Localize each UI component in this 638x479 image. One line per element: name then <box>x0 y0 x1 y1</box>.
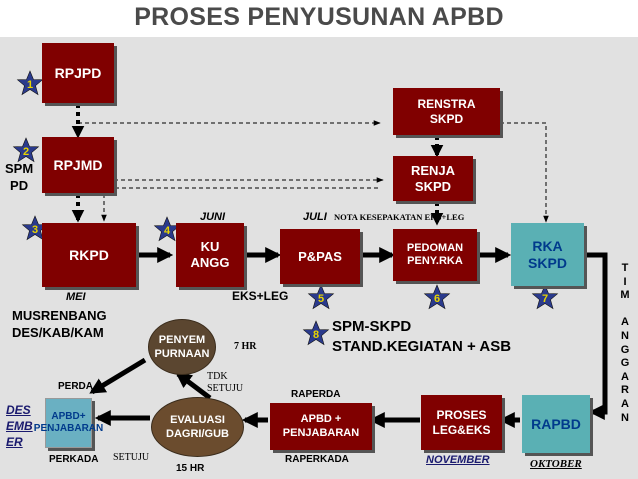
star-6-number: 6 <box>434 293 440 305</box>
box-rpjpd: RPJPD <box>42 43 114 103</box>
label-raperda: RAPERDA <box>291 389 341 400</box>
tim-anggaran-letter: N <box>621 329 629 342</box>
arrow-rka-rapbd <box>584 252 608 421</box>
tim-anggaran-letter <box>616 303 634 317</box>
tim-anggaran-letter: G <box>620 357 630 370</box>
box-pedoman-peny-rka: PEDOMAN PENY.RKA <box>393 229 477 281</box>
tim-anggaran-letter: M <box>620 289 630 302</box>
label-juni: JUNI <box>200 211 226 223</box>
tim-anggaran-letter: A <box>621 397 629 410</box>
label-15-hr: 15 HR <box>176 463 205 474</box>
dashed-rpjmd-renja <box>111 168 384 183</box>
star-7: 7 <box>531 284 559 310</box>
tim-anggaran-letter: T <box>621 262 629 274</box>
arrow-evaluasi-penyempurnaan <box>175 372 212 400</box>
star-6: 6 <box>423 284 451 310</box>
star-8: 8 <box>302 320 330 346</box>
box-proses-leg-eks: PROSES LEG&EKS <box>421 395 502 450</box>
label-november: NOVEMBER <box>426 454 490 466</box>
box-rkpd: RKPD <box>42 223 136 287</box>
tim-anggaran-letter: A <box>621 316 629 329</box>
box-rapbd: RAPBD <box>522 395 590 453</box>
star-5-number: 5 <box>318 293 324 305</box>
label-oktober: OKTOBER <box>530 458 582 470</box>
ellipse-evaluasi-dagri-gub: EVALUASI DAGRI/GUB <box>151 397 244 457</box>
label-desember: DES EMB ER <box>6 403 33 449</box>
tim-anggaran-letter: I <box>623 275 627 288</box>
label-7-hr: 7 HR <box>234 341 257 352</box>
star-8-number: 8 <box>313 329 319 341</box>
box-apbd-plus-penjabaran: APBD+ PENJABARAN <box>34 398 103 448</box>
label-stand-kegiatan: STAND.KEGIATAN + ASB <box>332 338 512 355</box>
label-mei: MEI <box>66 291 86 303</box>
box-renstra-skpd: RENSTRA SKPD <box>393 88 500 135</box>
label-eks-leg: EKS+LEG <box>232 289 289 303</box>
label-raperkada: RAPERKADA <box>285 454 349 465</box>
label-juli: JULI <box>303 211 327 223</box>
ellipse-penyempurnaan: PENYEM PURNAAN <box>148 319 216 375</box>
label-perda: PERDA <box>58 381 94 392</box>
label-tdk-setuju: TDK SETUJU <box>207 371 244 394</box>
box-renja-skpd: RENJA SKPD <box>393 156 473 201</box>
tim-anggaran-letter: A <box>621 370 629 383</box>
tim-anggaran-letter: N <box>621 411 629 424</box>
tim-anggaran-letter: G <box>620 343 630 356</box>
page-title: PROSES PENYUSUNAN APBD <box>134 3 504 31</box>
star-2: 2 <box>12 137 40 163</box>
star-3-number: 3 <box>32 224 38 236</box>
arrow-penyempurnaan-apbdplus <box>89 357 147 395</box>
box-rka-skpd: RKA SKPD <box>511 223 584 286</box>
dashed-renstra-rka <box>500 122 549 223</box>
label-setuju: SETUJU <box>113 452 150 463</box>
label-nota-kesepakatan: NOTA KESEPAKATAN EKS+LEG <box>334 212 465 222</box>
box-ku-angg: KU ANGG <box>176 223 244 287</box>
label-spm-skpd: SPM-SKPD <box>332 318 412 335</box>
tim-anggaran-letter: R <box>621 384 629 397</box>
label-musrenbang: MUSRENBANG DES/KAB/KAM <box>12 308 107 340</box>
box-p-pas: P&PAS <box>280 229 360 284</box>
box-rpjmd: RPJMD <box>42 137 114 193</box>
star-1-number: 1 <box>27 79 33 91</box>
label-perkada: PERKADA <box>49 454 99 465</box>
star-7-number: 7 <box>542 293 548 305</box>
star-2-number: 2 <box>23 146 29 158</box>
label-spm-pd: SPM PD <box>5 161 34 193</box>
star-1: 1 <box>16 70 44 96</box>
box-apbd-penjabaran: APBD + PENJABARAN <box>270 403 372 450</box>
star-5: 5 <box>307 284 335 310</box>
star-4-number: 4 <box>164 225 171 237</box>
